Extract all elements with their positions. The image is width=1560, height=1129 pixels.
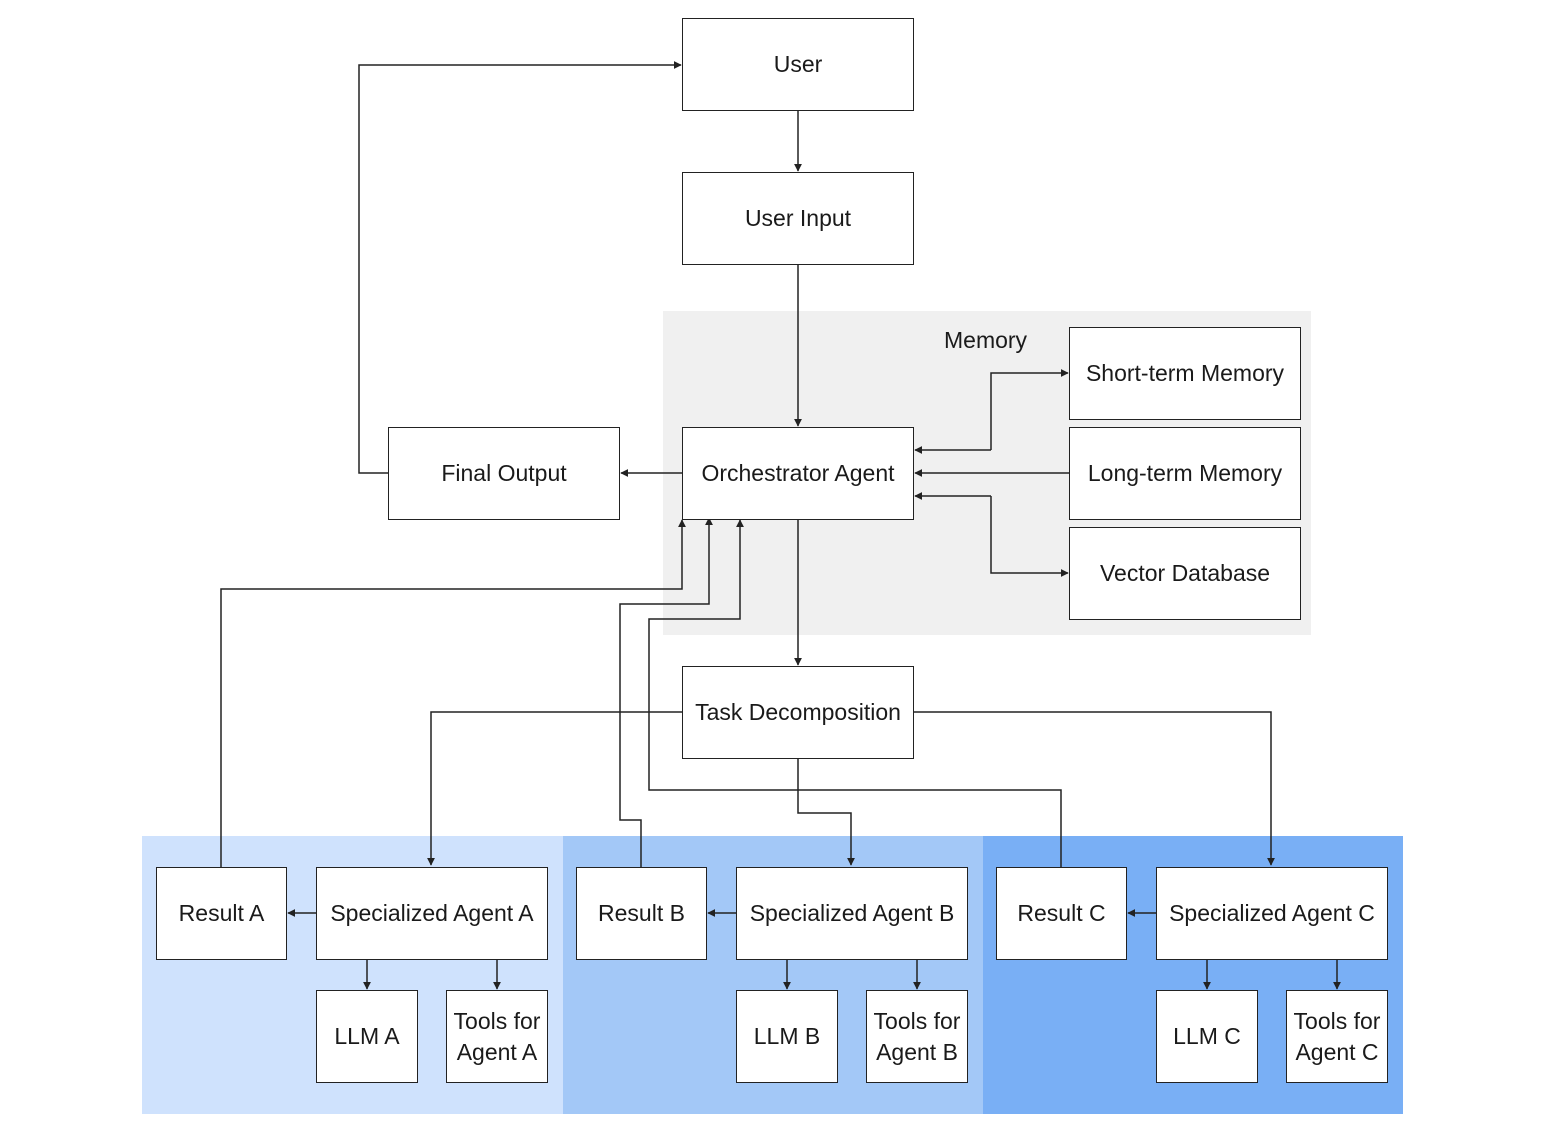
node-final-output: Final Output xyxy=(388,427,620,520)
node-llm-b: LLM B xyxy=(736,990,838,1083)
edge-result-a-to-orchestrator xyxy=(220,519,686,867)
node-tools-agent-b: Tools for Agent B xyxy=(866,990,968,1083)
node-result-b: Result B xyxy=(576,867,707,960)
edge-task-to-agent-c xyxy=(914,711,1275,866)
node-user: User xyxy=(682,18,914,111)
node-result-a: Result A xyxy=(156,867,287,960)
node-result-c: Result C xyxy=(996,867,1127,960)
edge-orchestrator-short-term xyxy=(990,369,1069,450)
node-tools-agent-a: Tools for Agent A xyxy=(446,990,548,1083)
edge-final-output-to-user xyxy=(358,61,682,474)
memory-label: Memory xyxy=(944,327,1028,353)
node-task-decomposition: Task Decomposition xyxy=(682,666,914,759)
node-specialized-agent-b: Specialized Agent B xyxy=(736,867,968,960)
node-specialized-agent-a: Specialized Agent A xyxy=(316,867,548,960)
node-specialized-agent-c: Specialized Agent C xyxy=(1156,867,1388,960)
node-user-input: User Input xyxy=(682,172,914,265)
node-vector-database: Vector Database xyxy=(1069,527,1301,620)
edge-result-b-to-orchestrator xyxy=(619,517,713,867)
node-short-term-memory: Short-term Memory xyxy=(1069,327,1301,420)
edge-task-to-agent-b xyxy=(797,759,855,866)
node-llm-a: LLM A xyxy=(316,990,418,1083)
node-orchestrator-agent: Orchestrator Agent xyxy=(682,427,914,520)
node-tools-agent-c: Tools for Agent C xyxy=(1286,990,1388,1083)
node-long-term-memory: Long-term Memory xyxy=(1069,427,1301,520)
node-llm-c: LLM C xyxy=(1156,990,1258,1083)
edge-task-to-agent-a xyxy=(427,711,682,866)
edge-result-c-to-orchestrator xyxy=(648,519,1062,867)
edge-orchestrator-vector-db xyxy=(990,496,1069,577)
